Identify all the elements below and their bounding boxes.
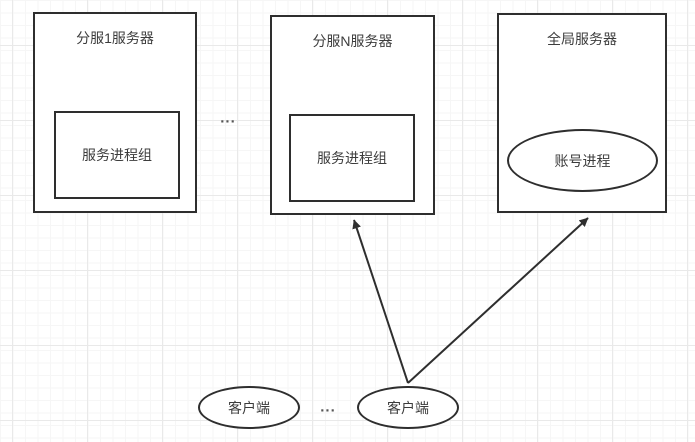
node-client1-label: 客户端 [228, 399, 270, 416]
node-client2-ellipse: 客户端 [357, 386, 459, 429]
node-global-server-box: 全局服务器 账号进程 [497, 13, 667, 213]
node-server1-title: 分服1服务器 [76, 30, 154, 46]
dots-between-clients: ... [320, 398, 336, 416]
node-account-process-label: 账号进程 [554, 152, 611, 169]
node-serverN-process-group-label: 服务进程组 [317, 150, 387, 166]
node-client2-label: 客户端 [387, 399, 429, 416]
arrow-client-to-serverN [352, 219, 409, 384]
node-serverN-box: 分服N服务器 服务进程组 [270, 15, 435, 215]
node-server1-process-group-label: 服务进程组 [82, 147, 152, 163]
node-client1-ellipse: 客户端 [198, 386, 300, 429]
node-server1-box: 分服1服务器 服务进程组 [33, 12, 197, 213]
arrow-client-to-global-server [407, 217, 589, 384]
node-global-server-title: 全局服务器 [547, 31, 617, 47]
dots-between-servers: ... [220, 109, 236, 127]
node-serverN-process-group-box: 服务进程组 [289, 114, 415, 202]
node-serverN-title: 分服N服务器 [312, 33, 393, 49]
node-server1-process-group-box: 服务进程组 [54, 111, 180, 199]
node-account-process-ellipse: 账号进程 [507, 129, 658, 192]
